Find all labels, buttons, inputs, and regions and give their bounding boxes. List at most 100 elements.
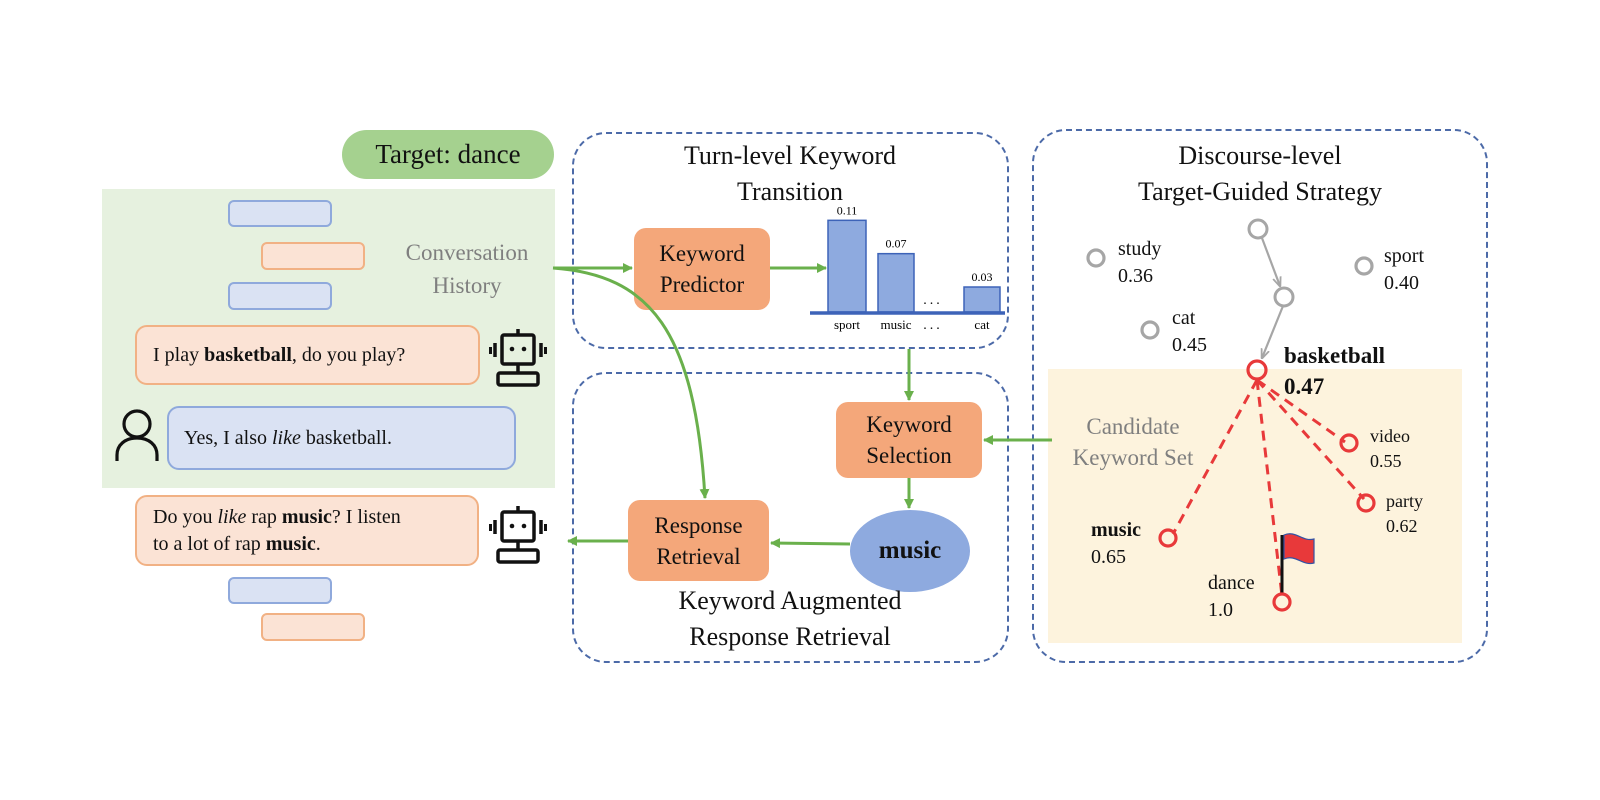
text-segment: Yes, I also xyxy=(184,426,272,449)
keyword-name: music xyxy=(1091,519,1141,541)
candidate-label-line1: Candidate xyxy=(1086,414,1180,439)
text-segment: I play xyxy=(153,343,205,366)
keyword-node-video xyxy=(1339,433,1359,453)
keyword-name: cat xyxy=(1172,307,1196,329)
keyword-label-music: music 0.65 xyxy=(1091,517,1141,571)
x-tick-label: cat xyxy=(974,317,990,332)
future-placeholder-user xyxy=(228,577,332,604)
candidate-edge-music xyxy=(1171,379,1259,535)
keyword-score: 0.62 xyxy=(1386,516,1418,536)
keyword-selection-line2: Selection xyxy=(866,443,952,468)
keyword-label-sport: sport 0.40 xyxy=(1384,243,1424,297)
keyword-score: 0.47 xyxy=(1284,374,1325,399)
text-segment: like xyxy=(217,505,247,528)
candidate-keyword-label: Candidate Keyword Set xyxy=(1058,411,1208,473)
chat-bubble-bot: I play basketball, do you play? xyxy=(135,325,480,385)
keyword-node-cat xyxy=(1140,320,1160,340)
conversation-history-label-line2: History xyxy=(432,273,502,298)
selected-keyword-ellipse: music xyxy=(850,510,970,592)
response-line-2: to a lot of rap music. xyxy=(153,531,401,558)
arrow-history-to-retrieval xyxy=(552,266,710,499)
keyword-score: 0.45 xyxy=(1172,334,1207,356)
keyword-score: 0.55 xyxy=(1370,451,1402,471)
keyword-selection-line1: Keyword xyxy=(866,412,952,437)
discourse-title-line1: Discourse-level xyxy=(1178,141,1342,170)
bar-value-label: 0.03 xyxy=(972,270,993,284)
candidate-keyword-panel xyxy=(1048,369,1462,643)
target-label: Target: dance xyxy=(375,139,521,169)
x-tick-label: music xyxy=(880,317,911,332)
retrieval-title: Keyword Augmented Response Retrieval xyxy=(600,583,980,655)
keyword-predictor-line1: Keyword xyxy=(659,241,745,266)
keyword-selection-box: Keyword Selection xyxy=(836,402,982,478)
keyword-predictor-line2: Predictor xyxy=(659,272,745,297)
keyword-name: sport xyxy=(1384,245,1424,267)
keyword-label-cat: cat 0.45 xyxy=(1172,305,1207,359)
conversation-history-label-line1: Conversation xyxy=(405,240,529,265)
chat-bubble-user: Yes, I also like basketball. xyxy=(167,406,516,470)
retrieval-title-line2: Response Retrieval xyxy=(689,622,891,651)
selected-keyword-label: music xyxy=(878,537,942,564)
keyword-score: 1.0 xyxy=(1208,599,1233,621)
retrieval-title-line1: Keyword Augmented xyxy=(678,586,902,615)
path-node xyxy=(1247,218,1269,240)
text-segment: music xyxy=(281,505,332,528)
x-tick-label: sport xyxy=(834,317,860,332)
bar-value-label: 0.07 xyxy=(886,237,907,251)
keyword-node-party xyxy=(1356,493,1376,513)
text-segment: basketball xyxy=(204,343,292,366)
keyword-name: study xyxy=(1118,238,1162,260)
keyword-score: 0.40 xyxy=(1384,272,1419,294)
candidate-edge-dance xyxy=(1255,379,1284,597)
response-message-text: Do you like rap music? I listen to a lot… xyxy=(153,504,401,558)
chat-message-text: Yes, I also like basketball. xyxy=(184,425,392,452)
target-flag-icon xyxy=(1283,533,1315,565)
keyword-score: 0.65 xyxy=(1091,546,1126,568)
discourse-module xyxy=(1032,129,1488,663)
response-retrieval-line1: Response xyxy=(654,512,743,538)
turn-level-title: Turn-level Keyword Transition xyxy=(600,138,980,210)
user-icon xyxy=(115,409,159,461)
keyword-score: 0.36 xyxy=(1118,265,1153,287)
path-node xyxy=(1273,286,1295,308)
tick-ellipsis: ... xyxy=(923,318,943,333)
text-segment: like xyxy=(271,426,301,449)
path-edge xyxy=(1260,237,1280,286)
keyword-name: dance xyxy=(1208,572,1255,594)
path-edge xyxy=(1262,305,1285,358)
target-pill: Target: dance xyxy=(342,130,554,179)
candidate-edge-party xyxy=(1255,378,1366,501)
text-segment: , do you play? xyxy=(291,343,406,366)
response-line-1: Do you like rap music? I listen xyxy=(153,504,401,531)
robot-icon xyxy=(489,506,547,564)
keyword-node-sport xyxy=(1354,256,1374,276)
candidate-label-line2: Keyword Set xyxy=(1072,445,1194,470)
bar-value-label: 0.11 xyxy=(837,203,858,217)
bar-sport xyxy=(827,219,867,313)
text-segment: to a lot of rap xyxy=(153,532,266,555)
future-placeholder-bot xyxy=(261,613,365,641)
text-segment: rap xyxy=(246,505,282,528)
keyword-node-basketball xyxy=(1246,359,1268,381)
discourse-title: Discourse-level Target-Guided Strategy xyxy=(1060,138,1460,210)
retrieval-module xyxy=(572,372,1009,663)
candidate-edge-video xyxy=(1256,378,1346,444)
response-retrieval-line2: Retrieval xyxy=(656,543,741,569)
keyword-label-dance: dance 1.0 xyxy=(1208,570,1255,624)
text-segment: basketball. xyxy=(300,426,392,449)
conversation-history-label: Conversation History xyxy=(392,236,542,302)
history-placeholder-user xyxy=(228,282,332,310)
chat-message-text: I play basketball, do you play? xyxy=(153,342,405,369)
turn-level-module xyxy=(572,132,1009,349)
turn-level-title-line1: Turn-level Keyword xyxy=(683,141,897,170)
robot-icon xyxy=(489,329,547,387)
keyword-name: video xyxy=(1370,426,1410,446)
text-segment: ? I listen xyxy=(331,505,401,528)
history-placeholder-user xyxy=(228,200,332,227)
text-segment: music xyxy=(265,532,316,555)
